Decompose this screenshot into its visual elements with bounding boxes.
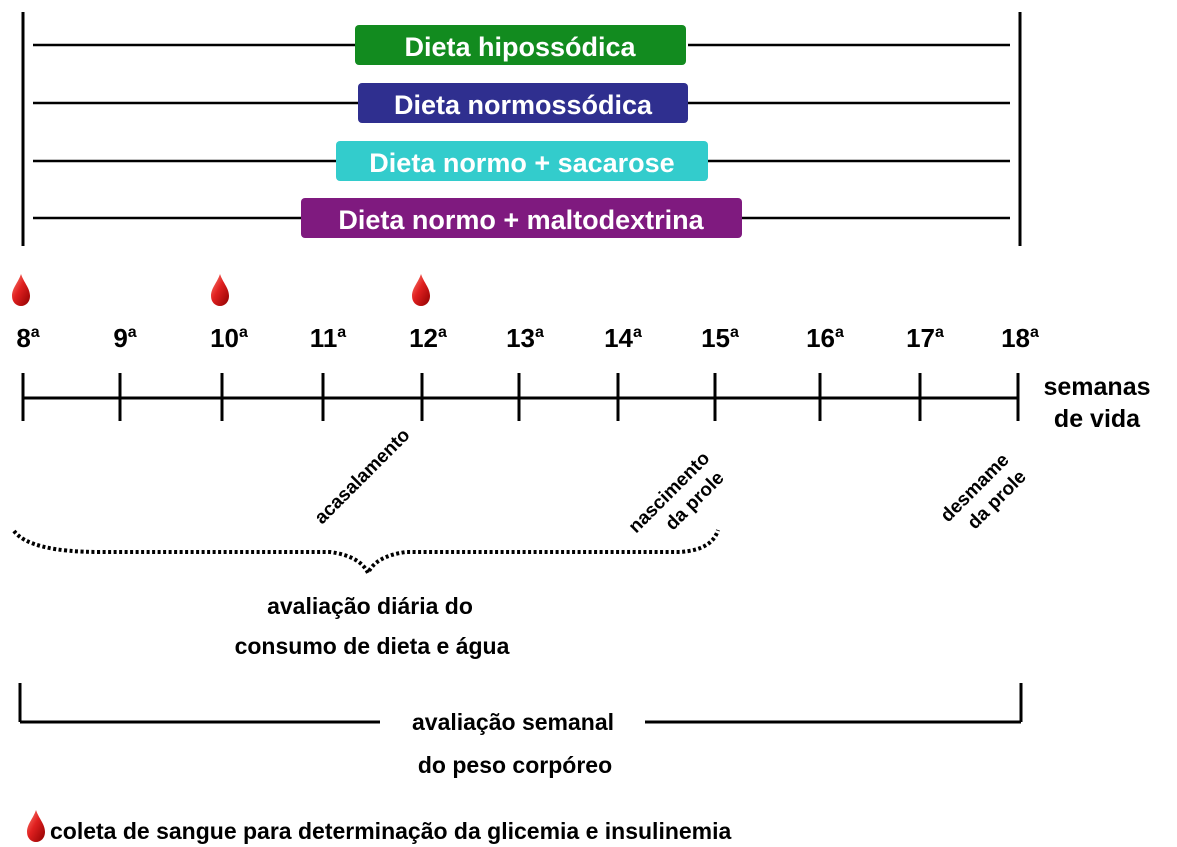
axis-unit-line2: de vida bbox=[1054, 405, 1141, 433]
diet-row-sacarose: Dieta normo + sacarose bbox=[33, 141, 1010, 181]
diet-label: Dieta normossódica bbox=[394, 90, 653, 120]
legend-text: coleta de sangue para determinação da gl… bbox=[50, 818, 732, 844]
diet-row-maltodextrina: Dieta normo + maltodextrina bbox=[33, 198, 1010, 238]
legend-blood-drop-icon bbox=[27, 810, 45, 842]
diet-period-group: Dieta hipossódica Dieta normossódica Die… bbox=[21, 12, 1022, 246]
weekly-evaluation-text: avaliação semanal do peso corpóreo bbox=[412, 709, 614, 778]
axis-unit-line1: semanas bbox=[1043, 373, 1150, 401]
blood-drop-icon bbox=[12, 274, 30, 306]
week-label: 9a bbox=[113, 323, 136, 353]
diet-row-normossodica: Dieta normossódica bbox=[33, 83, 1010, 123]
diet-label: Dieta normo + maltodextrina bbox=[338, 205, 704, 235]
daily-evaluation-line1: avaliação diária do bbox=[267, 593, 473, 619]
week-label: 15a bbox=[701, 323, 739, 353]
timeline-axis bbox=[21, 373, 1020, 421]
diet-box bbox=[358, 83, 688, 123]
blood-drops bbox=[12, 274, 430, 306]
week-label: 13a bbox=[506, 323, 544, 353]
event-weaning-label: desmame da prole bbox=[937, 450, 1031, 534]
week-label: 12a bbox=[409, 323, 447, 353]
week-label: 14a bbox=[604, 323, 642, 353]
weekly-evaluation-line1: avaliação semanal bbox=[412, 709, 614, 735]
week-labels: 8a 9a 10a 11a 12a 13a 14a 15a 16a 17a 18… bbox=[16, 323, 1039, 353]
legend: coleta de sangue para determinação da gl… bbox=[27, 810, 732, 844]
week-label: 8a bbox=[16, 323, 39, 353]
daily-evaluation-text: avaliação diária do consumo de dieta e á… bbox=[235, 593, 510, 659]
week-label: 11a bbox=[310, 323, 347, 353]
event-mating-label: acasalamento bbox=[311, 425, 415, 529]
week-label: 16a bbox=[806, 323, 844, 353]
axis-unit-label: semanas de vida bbox=[1043, 373, 1150, 433]
event-labels: acasalamento nascimento da prole desmame… bbox=[311, 425, 1031, 538]
diet-box bbox=[355, 25, 686, 65]
diet-box bbox=[301, 198, 742, 238]
weekly-evaluation-bracket bbox=[18, 683, 1023, 724]
week-label: 10a bbox=[210, 323, 248, 353]
blood-drop-icon bbox=[211, 274, 229, 306]
diet-label: Dieta hipossódica bbox=[404, 32, 636, 62]
weekly-evaluation-line2: do peso corpóreo bbox=[418, 752, 612, 778]
blood-drop-icon bbox=[412, 274, 430, 306]
daily-evaluation-line2: consumo de dieta e água bbox=[235, 633, 510, 659]
diet-label: Dieta normo + sacarose bbox=[369, 148, 674, 178]
diet-row-hipossodica: Dieta hipossódica bbox=[33, 25, 1010, 65]
daily-evaluation-brace bbox=[12, 529, 720, 578]
diet-box bbox=[336, 141, 708, 181]
week-label: 17a bbox=[906, 323, 944, 353]
week-label: 18a bbox=[1001, 323, 1039, 353]
